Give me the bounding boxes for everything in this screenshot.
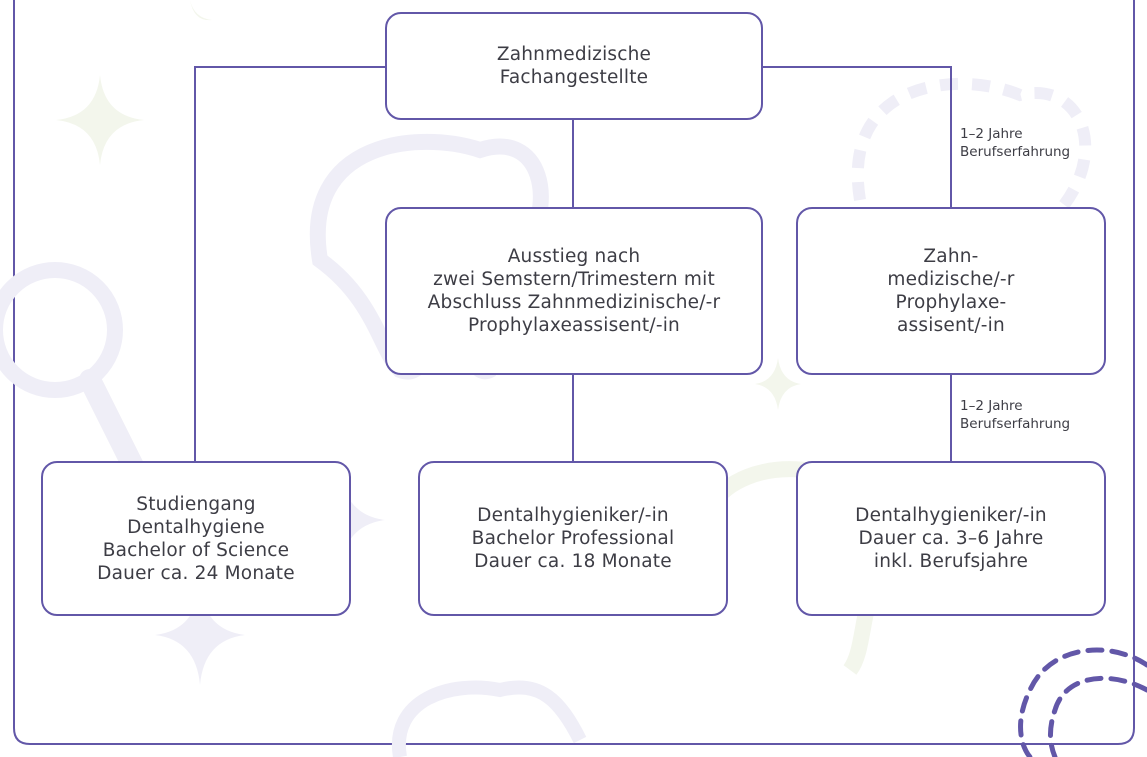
tooth-icon [391, 680, 587, 757]
box-line: Prophylaxe- [895, 292, 1007, 313]
box-line: medizische/-r [887, 269, 1015, 290]
box-text: Ausstieg nach zwei Semstern/Trimestern m… [428, 245, 721, 337]
connector-right-bottom-v [950, 374, 952, 462]
box-line: Dauer ca. 24 Monate [97, 562, 295, 584]
sparkle-icon [755, 358, 801, 410]
box-line: Ausstieg nach [507, 246, 641, 267]
box-line: Zahn- [923, 246, 979, 267]
box-line: Prophylaxeassisent/-in [468, 315, 680, 336]
note-line: 1–2 Jahre [960, 126, 1023, 142]
connector-root-middle-v [572, 120, 574, 208]
connector-middle-bottom-v [572, 374, 574, 462]
box-line: zwei Semstern/Trimestern mit [433, 269, 715, 290]
box-line: Studiengang [136, 493, 256, 515]
note-berufserfahrung-lower: 1–2 Jahre Berufserfahrung [960, 397, 1070, 433]
box-line: inkl. Berufsjahre [873, 551, 1029, 572]
box-line: Zahnmedizische [496, 44, 652, 65]
box-line: Abschluss Zahnmedizinische/-r [427, 292, 721, 313]
box-dentalhygieniker-berufsjahre: Dentalhygieniker/-in Dauer ca. 3–6 Jahre… [796, 461, 1106, 616]
note-line: Berufserfahrung [960, 144, 1071, 160]
box-text: Dentalhygieniker/-in Bachelor Profession… [472, 504, 675, 573]
box-dentalhygieniker-bachelor-professional: Dentalhygieniker/-in Bachelor Profession… [418, 461, 728, 616]
box-line: Dauer ca. 3–6 Jahre [858, 528, 1044, 549]
box-text: Zahn- medizische/-r Prophylaxe- assisent… [887, 245, 1014, 337]
box-line: assisent/-in [897, 315, 1005, 336]
box-line: Dauer ca. 18 Monate [474, 551, 672, 572]
box-zahnmedizinische-fachangestellte: Zahnmedizische Fachangestellte [385, 12, 763, 120]
sparkle-icon [190, 0, 212, 21]
sparkle-icon [56, 75, 144, 165]
dashed-swirl-icon [1018, 647, 1147, 757]
note-line: 1–2 Jahre [960, 398, 1023, 414]
box-line: Dentalhygieniker/-in [855, 505, 1047, 526]
box-text: Dentalhygieniker/-in Dauer ca. 3–6 Jahre… [855, 504, 1047, 573]
box-prophylaxeassistent: Zahn- medizische/-r Prophylaxe- assisent… [796, 207, 1106, 375]
box-line: Dentalhygieniker/-in [477, 505, 669, 526]
connector-root-left-h [194, 66, 386, 68]
frame-border [13, 0, 1135, 745]
note-berufserfahrung-upper: 1–2 Jahre Berufserfahrung [960, 125, 1070, 161]
box-line: Dentalhygiene [127, 516, 265, 538]
box-text: Studiengang Dentalhygiene Bachelor of Sc… [97, 493, 295, 585]
connector-root-left-v [194, 66, 196, 462]
magnifier-icon [0, 262, 146, 481]
box-studiengang-dentalhygiene: Studiengang Dentalhygiene Bachelor of Sc… [41, 461, 351, 616]
box-ausstieg-prophylaxeassistent: Ausstieg nach zwei Semstern/Trimestern m… [385, 207, 763, 375]
box-text: Zahnmedizische Fachangestellte [497, 43, 651, 89]
box-line: Bachelor Professional [471, 528, 675, 549]
box-line: Fachangestellte [499, 67, 649, 88]
sparkle-icon [155, 585, 245, 685]
connector-root-right-h [762, 66, 952, 68]
note-line: Berufserfahrung [960, 416, 1071, 432]
connector-root-right-v [950, 66, 952, 208]
box-line: Bachelor of Science [102, 539, 290, 561]
